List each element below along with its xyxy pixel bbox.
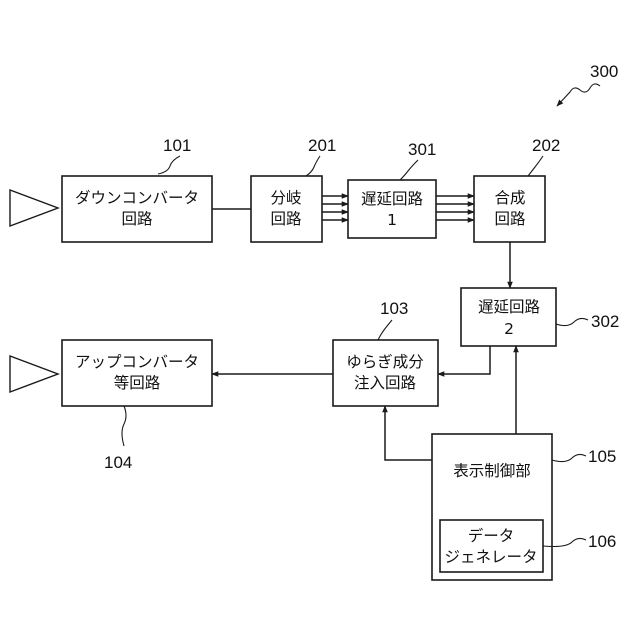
down-converter-ref: 101: [163, 136, 191, 155]
figure-ref-label: 300: [590, 62, 618, 81]
down-converter-label-line1: ダウンコンバータ: [75, 189, 199, 207]
fluctuation-label-line2: 注入回路: [354, 374, 417, 392]
data-generator-ref: 106: [588, 532, 616, 551]
delay2-label-line2: 2: [504, 320, 514, 338]
combiner-label-line2: 回路: [494, 210, 526, 228]
splitter-ref: 201: [308, 136, 336, 155]
wire-display-to-fluctuation: [385, 406, 432, 460]
splitter-block: [251, 176, 322, 242]
up-converter-block: [62, 340, 212, 406]
data-generator-label-line1: データ: [468, 526, 515, 545]
delay2-label-line1: 遅延回路: [478, 298, 541, 316]
fluctuation-label-line1: ゆらぎ成分: [346, 353, 424, 371]
display-control-label: 表示制御部: [453, 462, 531, 480]
delay1-block: [348, 180, 436, 238]
up-converter-label-line2: 等回路: [114, 374, 161, 392]
combiner-ref: 202: [532, 136, 560, 155]
delay1-label-line2: 1: [387, 211, 397, 229]
output-antenna-icon: [10, 356, 58, 392]
delay2-ref: 302: [591, 312, 619, 331]
display-control-ref: 105: [588, 447, 616, 466]
down-converter-block: [62, 176, 212, 242]
splitter-label-line2: 回路: [270, 210, 302, 228]
combiner-block: [474, 176, 545, 242]
delay2-ref-leader: [556, 318, 588, 325]
combiner-label-line1: 合成: [494, 189, 525, 207]
fluctuation-injection-block: [333, 340, 438, 406]
data-generator-label-line2: ジェネレータ: [444, 548, 537, 566]
up-converter-ref: 104: [104, 453, 132, 472]
delay1-label-line1: 遅延回路: [361, 190, 424, 208]
fluctuation-ref: 103: [380, 299, 408, 318]
up-converter-label-line1: アップコンバータ: [75, 353, 199, 371]
up-converter-ref-leader: [122, 406, 126, 446]
down-converter-label-line2: 回路: [121, 210, 153, 228]
down-converter-ref-leader: [158, 156, 180, 174]
combiner-ref-leader: [528, 156, 543, 176]
input-antenna-icon: [10, 190, 58, 226]
wire-delay2-to-fluctuation: [438, 346, 490, 374]
display-control-ref-leader: [552, 454, 586, 461]
fluctuation-ref-leader: [378, 320, 392, 340]
splitter-label-line1: 分岐: [270, 189, 301, 207]
delay1-ref: 301: [408, 140, 436, 159]
figure-ref-arrow: [557, 84, 600, 106]
splitter-ref-leader: [306, 156, 320, 176]
delay1-ref-leader: [400, 160, 418, 180]
